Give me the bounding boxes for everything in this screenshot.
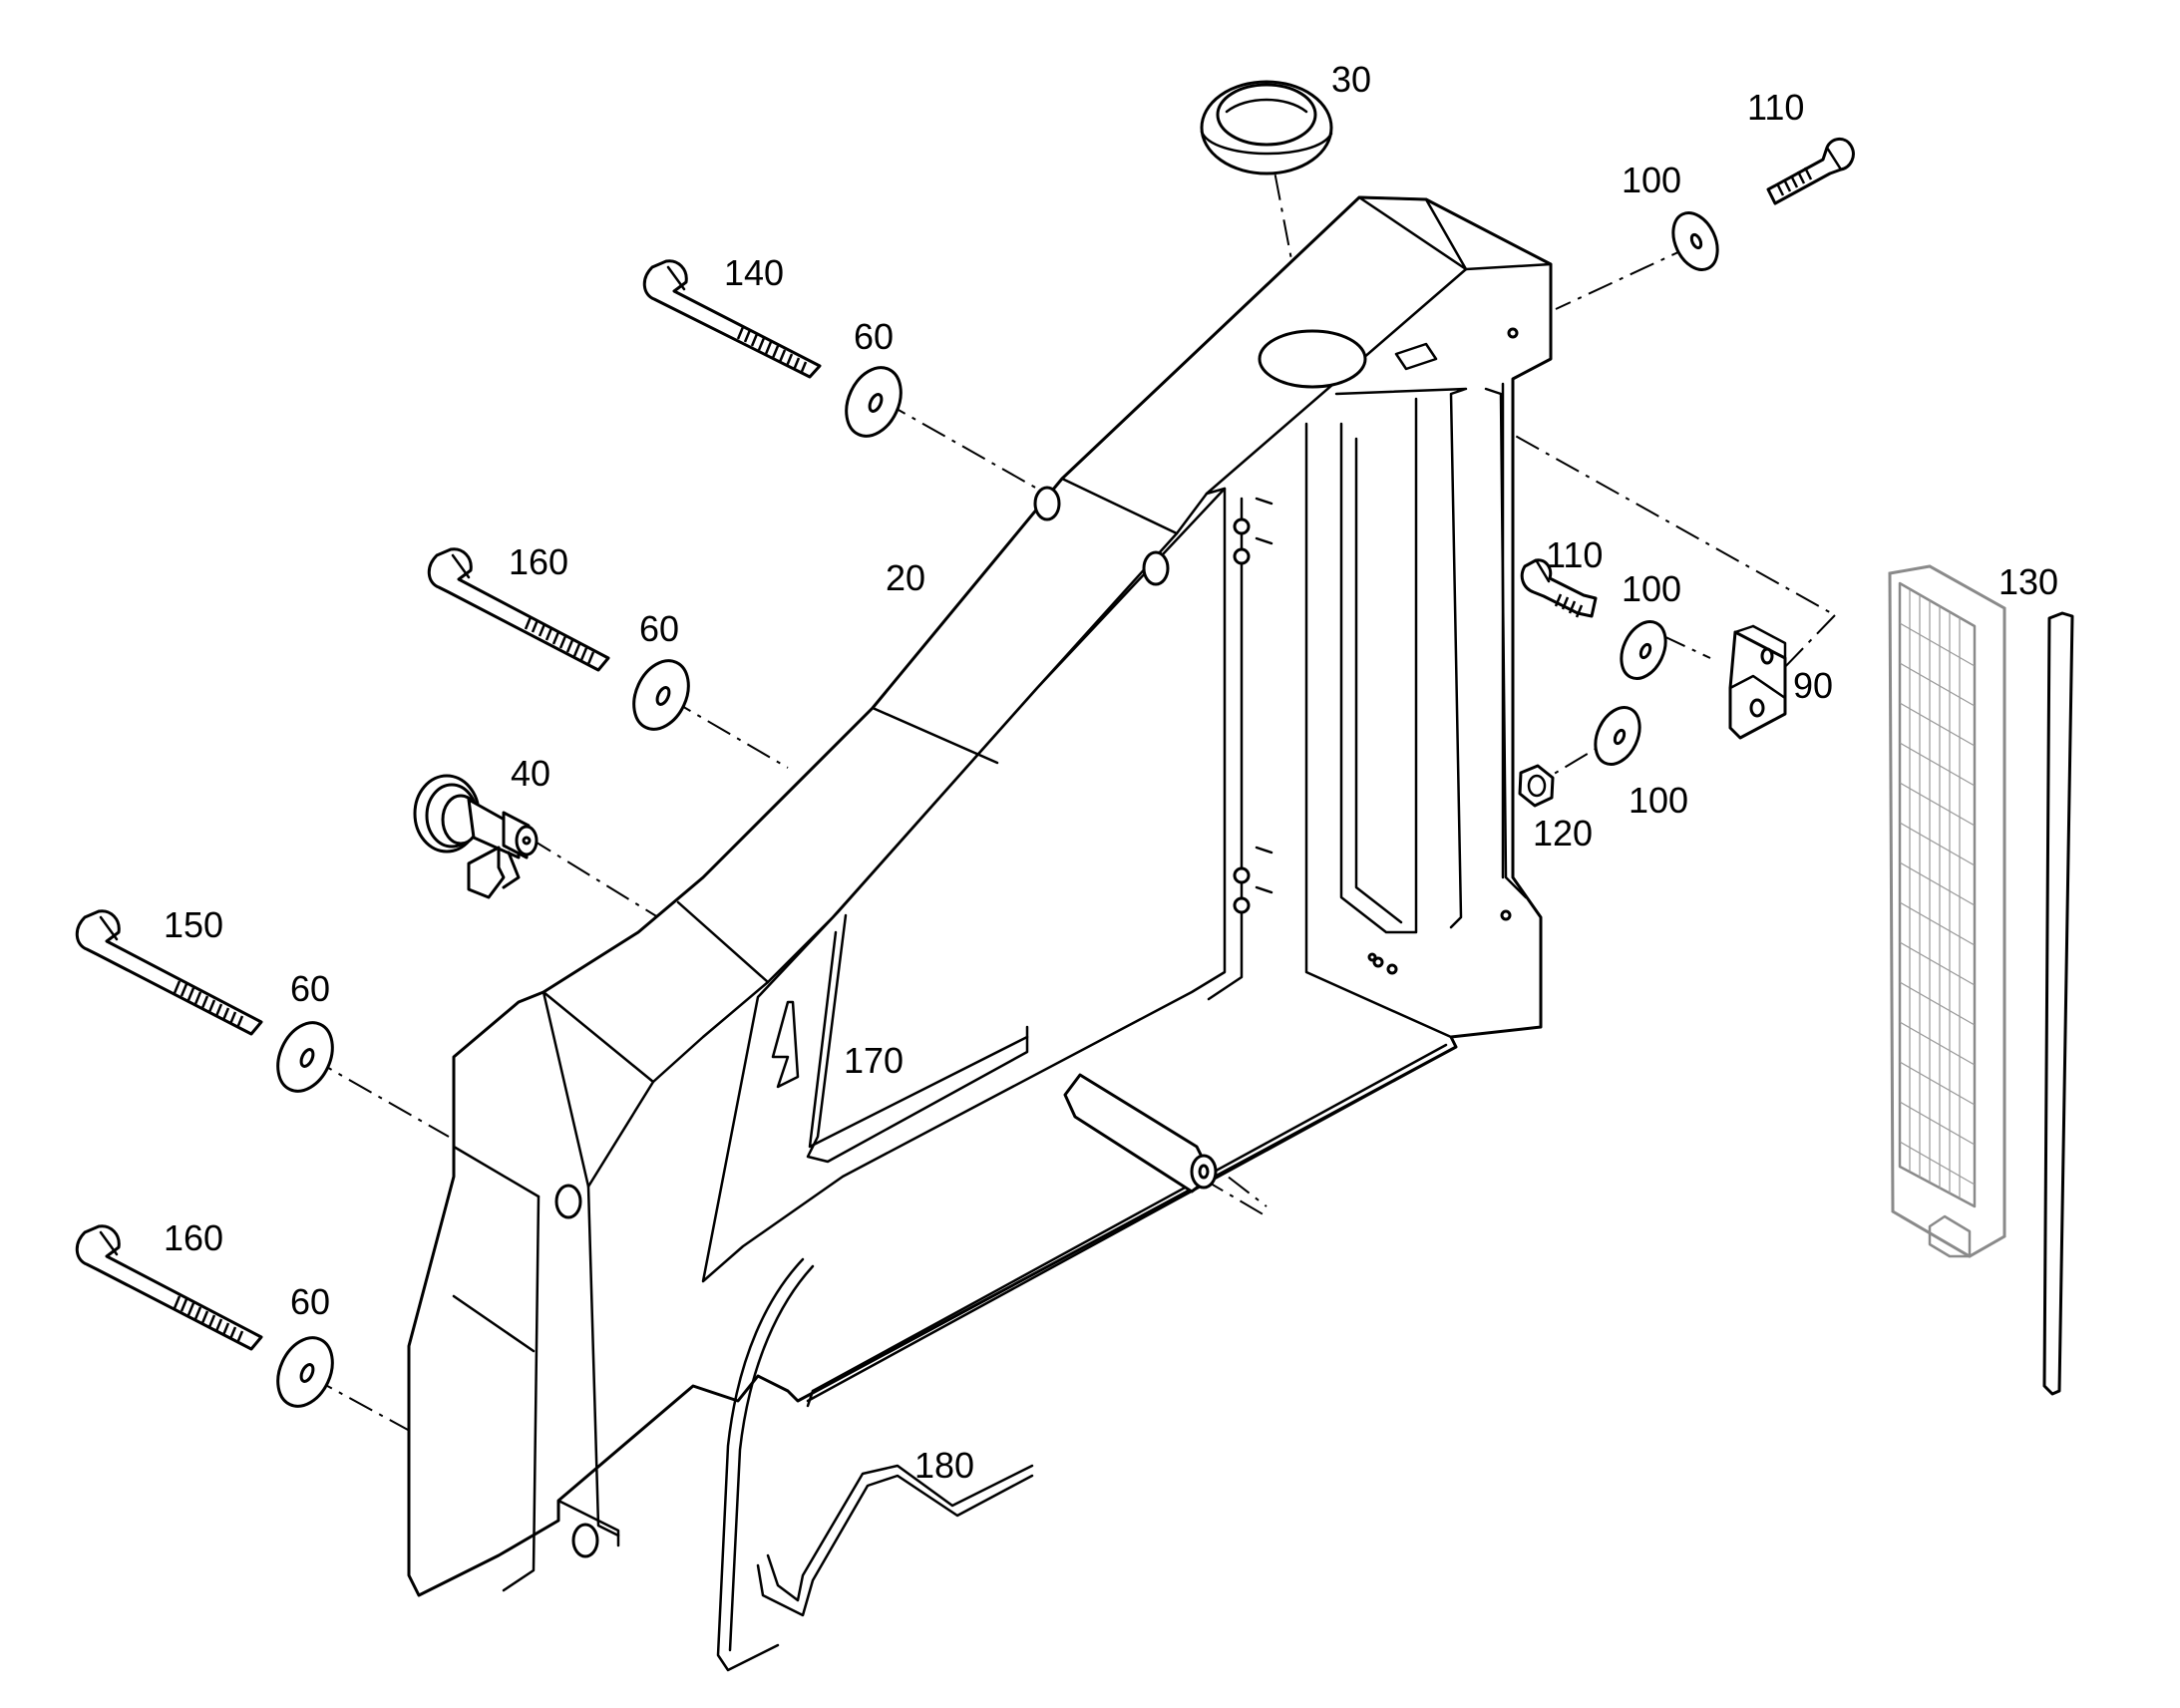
main-bracket-frame bbox=[407, 195, 1553, 1597]
callout-20: 20 bbox=[886, 557, 925, 598]
washer-60-a bbox=[845, 366, 903, 438]
callout-40: 40 bbox=[511, 753, 550, 794]
callouts: 20 30 40 60 60 60 60 90 100 100 100 110 … bbox=[164, 59, 2058, 1486]
bolt-160-upper bbox=[427, 547, 610, 672]
callout-180: 180 bbox=[914, 1445, 974, 1486]
callout-60-c: 60 bbox=[290, 968, 330, 1009]
callout-90: 90 bbox=[1793, 665, 1833, 706]
callout-60-a: 60 bbox=[854, 316, 894, 357]
grommet bbox=[1200, 80, 1333, 175]
callout-170: 170 bbox=[844, 1040, 904, 1081]
callout-130: 130 bbox=[1998, 561, 2058, 602]
washer-100-a bbox=[1671, 211, 1719, 271]
nut-120 bbox=[1518, 764, 1555, 808]
bolt-150 bbox=[75, 909, 263, 1036]
callout-60-d: 60 bbox=[290, 1281, 330, 1322]
callout-60-b: 60 bbox=[639, 608, 679, 649]
callout-110-a: 110 bbox=[1747, 87, 1804, 128]
callout-120: 120 bbox=[1533, 813, 1593, 854]
reflector-panel bbox=[1888, 564, 2006, 1258]
washer-100-b bbox=[1620, 620, 1667, 680]
callout-30: 30 bbox=[1331, 59, 1371, 100]
callout-100-a: 100 bbox=[1622, 160, 1681, 200]
callout-100-c: 100 bbox=[1629, 780, 1688, 821]
bolt-160-lower bbox=[75, 1224, 263, 1351]
callout-110-b: 110 bbox=[1546, 534, 1603, 575]
bolt-140 bbox=[642, 259, 822, 379]
reflector-grid bbox=[1899, 589, 1976, 1198]
callout-100-b: 100 bbox=[1622, 568, 1681, 609]
callout-140: 140 bbox=[724, 252, 784, 293]
small-bracket bbox=[1728, 624, 1787, 740]
callout-150: 150 bbox=[164, 904, 223, 945]
washer-60-b bbox=[632, 659, 690, 731]
washer-60-c bbox=[276, 1021, 334, 1093]
washer-60-d bbox=[276, 1336, 334, 1408]
bolt-110-middle bbox=[1520, 558, 1598, 618]
callout-160-b: 160 bbox=[164, 1217, 223, 1258]
washer-100-c bbox=[1594, 706, 1641, 766]
cam-lock bbox=[413, 774, 539, 899]
bolt-110-upper bbox=[1766, 138, 1855, 205]
callout-160-a: 160 bbox=[509, 541, 568, 582]
rubber-strip bbox=[2042, 611, 2074, 1396]
seal-strip bbox=[716, 1257, 1034, 1672]
